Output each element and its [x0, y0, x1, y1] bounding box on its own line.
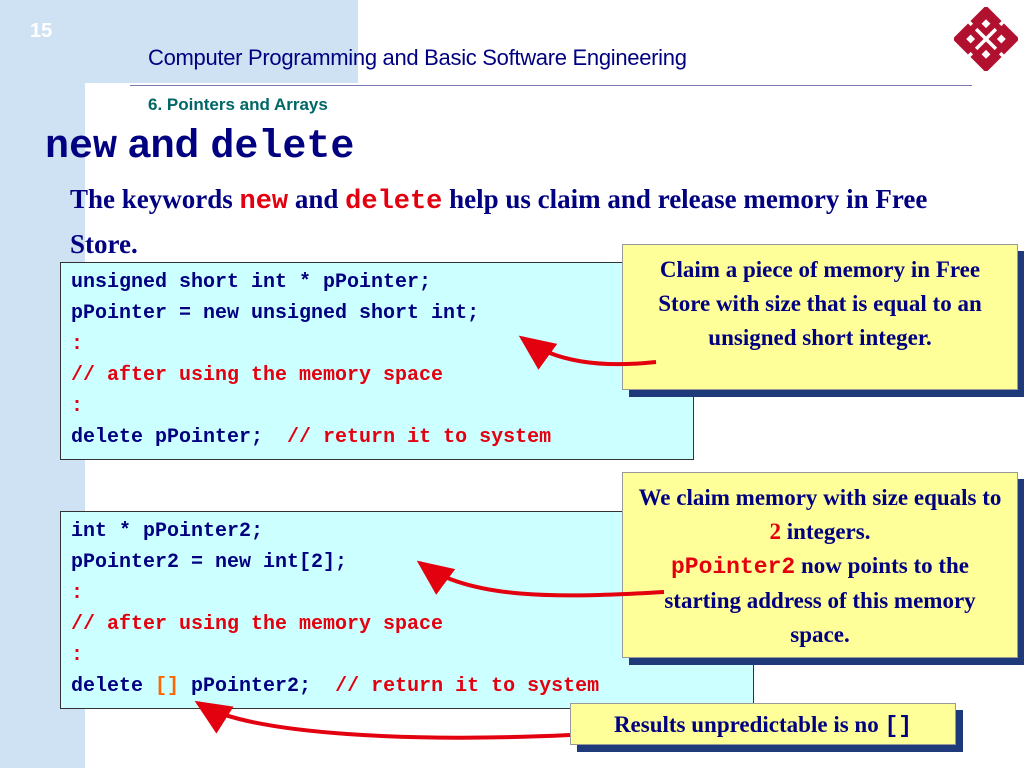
- code-delete-statement: delete pPointer;: [71, 426, 264, 449]
- intro-text-2: and: [288, 184, 346, 214]
- slide-title: new and delete: [45, 122, 354, 170]
- code-comment: // return it to system: [287, 426, 552, 449]
- code-comment: // after using the memory space: [71, 364, 444, 387]
- code-line: unsigned short int * pPointer;: [71, 271, 432, 294]
- chapter-title: 6. Pointers and Arrays: [148, 95, 328, 114]
- code-pointer-name: pPointer2;: [179, 675, 312, 698]
- intro-text-1: The keywords: [70, 184, 240, 214]
- callout-array-memory: We claim memory with size equals to 2 in…: [622, 472, 1018, 658]
- code-line: delete pPointer; // return it to system: [71, 422, 693, 453]
- header-divider: [130, 85, 972, 86]
- code-line: :: [71, 395, 84, 418]
- code-block-1: unsigned short int * pPointer; pPointer …: [60, 262, 694, 460]
- callout-text: now points to the starting address of th…: [664, 553, 976, 647]
- callout-text: integers.: [781, 519, 871, 544]
- intro-text-3: help us claim and release memory in Free…: [70, 184, 928, 259]
- callout-text: Results unpredictable is no: [613, 712, 885, 737]
- code-array-brackets: []: [155, 675, 180, 698]
- code-line: pPointer2 = new int[2];: [71, 551, 348, 574]
- top-header-band: [0, 0, 358, 83]
- course-title: Computer Programming and Basic Software …: [148, 45, 687, 70]
- code-line: pPointer = new unsigned short int;: [71, 302, 480, 325]
- code-line: delete [] pPointer2; // return it to sys…: [71, 671, 753, 702]
- intro-keyword-new: new: [239, 187, 289, 217]
- callout-claim-memory: Claim a piece of memory in Free Store wi…: [622, 244, 1018, 390]
- university-logo-icon: [954, 7, 1018, 71]
- code-comment: // return it to system: [335, 675, 600, 698]
- code-line: :: [71, 333, 84, 356]
- callout-text: We claim memory with size equals to: [638, 485, 1002, 510]
- code-line: :: [71, 644, 84, 667]
- intro-paragraph: The keywords new and delete help us clai…: [70, 178, 950, 265]
- slide-number: 15: [30, 20, 53, 42]
- code-line: int * pPointer2;: [71, 520, 264, 543]
- title-keyword-new: new: [45, 125, 118, 170]
- title-keyword-delete: delete: [210, 125, 355, 170]
- title-and: and: [117, 122, 211, 166]
- callout-brackets-warning: Results unpredictable is no []: [570, 703, 956, 745]
- callout-number: 2: [769, 519, 782, 544]
- callout-keyword: []: [884, 713, 913, 739]
- intro-keyword-delete: delete: [345, 187, 443, 217]
- code-delete-keyword: delete: [71, 675, 156, 698]
- callout-keyword: pPointer2: [670, 554, 796, 580]
- code-line: :: [71, 582, 84, 605]
- code-comment: // after using the memory space: [71, 613, 444, 636]
